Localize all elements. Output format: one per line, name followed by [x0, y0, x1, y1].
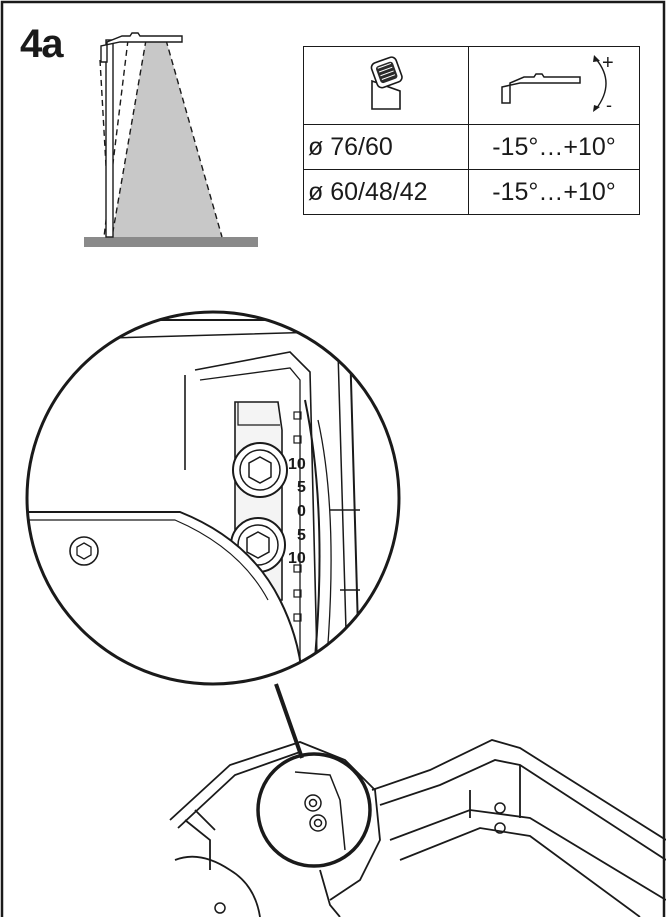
- range-cell: -15°…+10°: [468, 169, 640, 215]
- table-row: ø 60/48/42 -15°…+10°: [303, 169, 640, 215]
- small-magnifier-ring: [256, 752, 372, 868]
- leader-line: [274, 683, 304, 759]
- scale-tick-label-10-bottom: 10: [288, 550, 306, 567]
- luminaire-housing-drawing: [169, 739, 666, 917]
- post-top-icon: [370, 56, 403, 110]
- tilt-luminaire-icon: + -: [501, 52, 614, 115]
- post-top-header-cell: [303, 46, 469, 125]
- tilt-plus-sign: +: [602, 52, 614, 74]
- scale-tick-label-0: 0: [297, 503, 306, 520]
- tilt-header-cell: + -: [468, 46, 640, 125]
- range-cell: -15°…+10°: [468, 124, 640, 170]
- step-label: 4a: [20, 22, 63, 66]
- detail-magnifier: [27, 312, 399, 684]
- tilt-arrow-icon: [595, 58, 607, 110]
- diameter-cell: ø 60/48/42: [303, 169, 469, 215]
- tilt-minus-sign: -: [606, 95, 612, 115]
- scale-tick-label-5-bottom: 5: [297, 527, 306, 544]
- pole-light-icon: [84, 32, 258, 247]
- table-header-row: + -: [303, 46, 640, 125]
- tilt-spec-table: + - ø 76/60 -15°…+10° ø 60/48/42 -15°…+1…: [303, 46, 640, 215]
- scale-tick-label-5-top: 5: [297, 479, 306, 496]
- mini-bolts: [214, 771, 506, 914]
- scale-tick-label-10-top: 10: [288, 456, 306, 473]
- diameter-cell: ø 76/60: [303, 124, 469, 170]
- upper-bolt-icon: [232, 442, 288, 498]
- table-row: ø 76/60 -15°…+10°: [303, 124, 640, 170]
